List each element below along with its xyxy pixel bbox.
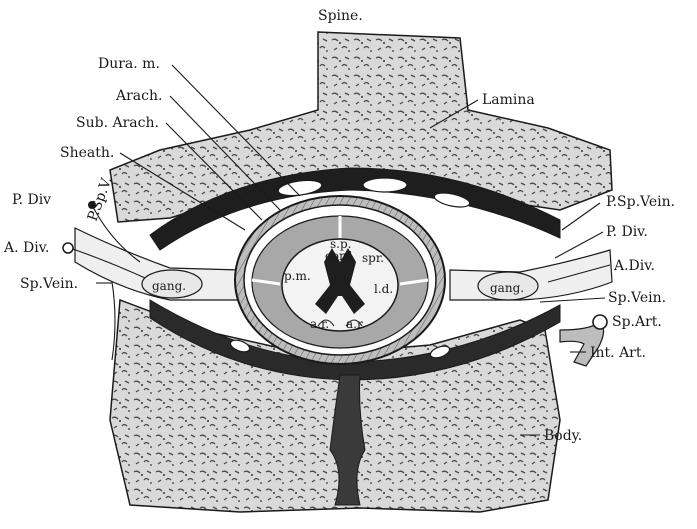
- spinal-vein-left-trunk: [112, 282, 115, 360]
- label-posterior-division-left: P. Div: [12, 192, 51, 208]
- label-arachnoid: Arach.: [115, 88, 162, 104]
- label-sheath: Sheath.: [60, 145, 114, 161]
- label-intercostal-artery: Int. Art.: [590, 345, 646, 361]
- label-posterior-division-right: P. Div.: [606, 224, 648, 240]
- label-ganglion-right: gang.: [490, 281, 524, 295]
- label-anterior-division-right: A.Div.: [613, 258, 655, 274]
- label-dura-mater: Dura. m.: [98, 56, 160, 72]
- label-spinal-vein-left: Sp.Vein.: [20, 276, 78, 292]
- label-posterior-spinal-vein-right: P.Sp.Vein.: [606, 194, 675, 210]
- label-subarachnoid: Sub. Arach.: [76, 115, 159, 131]
- label-posterior-spinal-vein-left: P.Sp.V.: [85, 175, 116, 224]
- label-spinal-artery: Sp.Art.: [612, 314, 662, 330]
- label-spinal-vein-right: Sp.Vein.: [608, 290, 666, 306]
- label-spine: Spine.: [318, 8, 363, 24]
- label-ar-left: a.r.: [310, 317, 329, 331]
- label-anterior-division-left: A. Div.: [3, 240, 49, 256]
- spinal-artery-section: [593, 315, 607, 329]
- label-pm: p.m.: [284, 269, 311, 283]
- label-lamina: Lamina: [482, 92, 535, 108]
- label-ganglion-left: gang.: [152, 279, 186, 293]
- label-ar-right: a.r.: [346, 317, 365, 331]
- anterior-division-end-left: [63, 243, 73, 253]
- label-ld: l.d.: [374, 282, 393, 296]
- label-vertebral-body: Body.: [544, 428, 582, 444]
- label-cord: cord: [325, 249, 353, 263]
- label-spr: spr.: [362, 251, 384, 265]
